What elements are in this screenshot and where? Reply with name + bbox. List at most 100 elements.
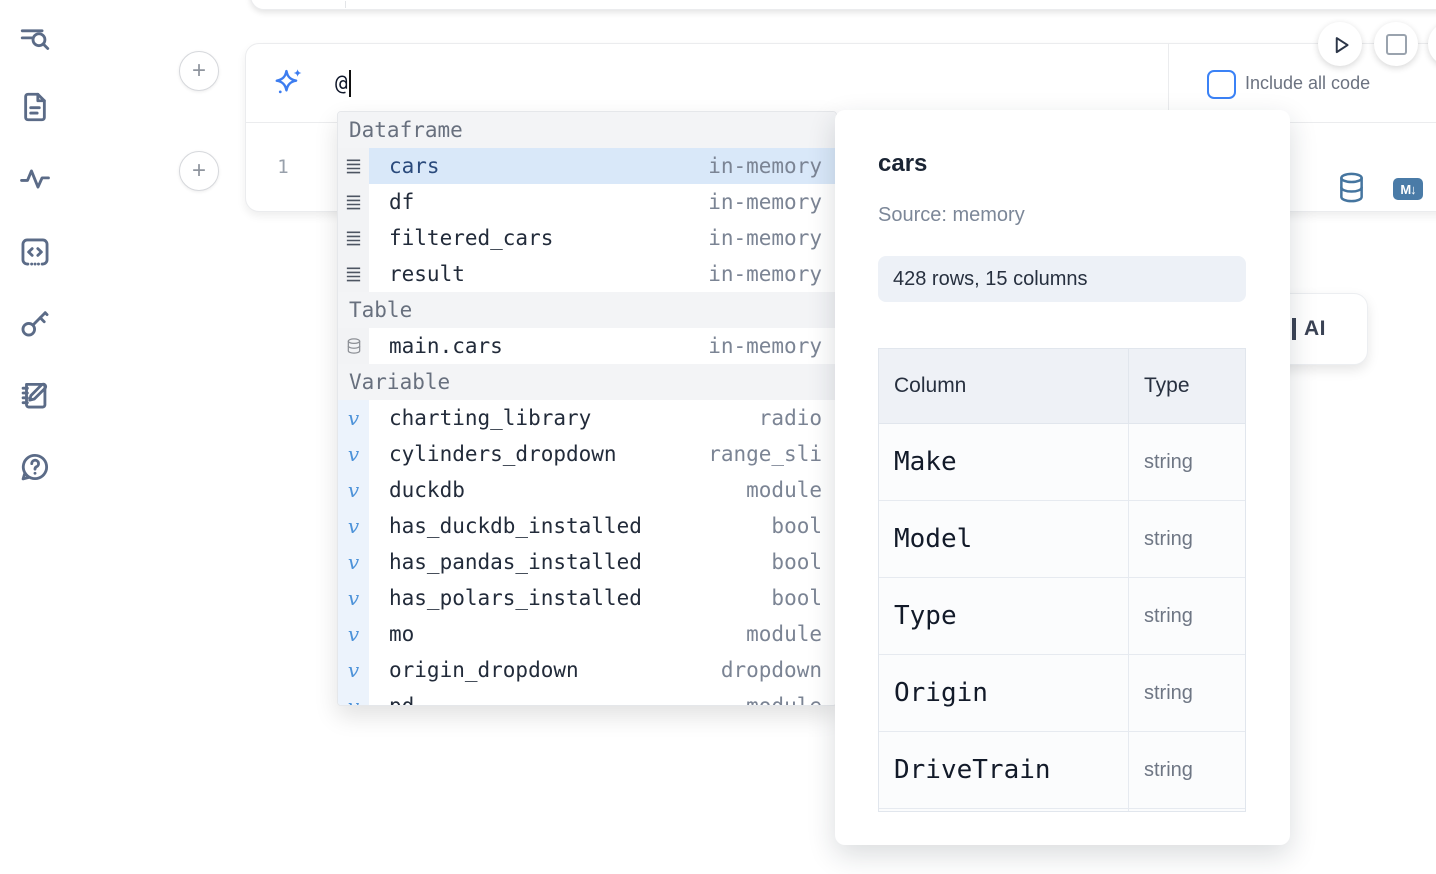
scratchpad-icon[interactable] [18, 378, 54, 414]
column-type [1128, 808, 1245, 811]
include-all-code-label: Include all code [1245, 72, 1371, 93]
code-snippet-icon[interactable] [18, 235, 54, 271]
database-icon [338, 328, 369, 364]
variable-icon: v [347, 406, 360, 430]
markdown-icon[interactable]: M↓ [1393, 178, 1423, 200]
ai-prompt-input[interactable]: @ [335, 44, 351, 122]
autocomplete-item-main.cars[interactable]: main.cars in-memory [338, 328, 836, 364]
column-name: DriveTrain [879, 731, 1129, 809]
column-name [879, 808, 1129, 811]
search-list-icon[interactable] [18, 23, 54, 59]
schema-header-column: Column [879, 349, 1129, 424]
variable-icon: v [338, 544, 369, 580]
line-number: 1 [277, 156, 289, 178]
previous-cell-divider [345, 1, 346, 8]
variable-icon: v [347, 514, 360, 538]
column-type: string [1128, 731, 1245, 809]
column-type: string [1128, 423, 1245, 501]
autocomplete-section-header: Dataframe [338, 112, 836, 148]
autocomplete-section-header: Variable [338, 364, 836, 400]
divider [1168, 44, 1169, 121]
stop-icon [1385, 33, 1407, 55]
add-cell-button-top[interactable]: + [179, 51, 219, 91]
column-type: string [1128, 654, 1245, 732]
run-cell-button[interactable] [1318, 22, 1362, 66]
file-icon[interactable] [18, 90, 54, 126]
shape-badge: 428 rows, 15 columns [878, 256, 1246, 302]
item-type: in-memory [708, 334, 822, 358]
variable-icon: v [347, 586, 360, 610]
dataframe-icon [338, 148, 369, 184]
variable-icon: v [338, 652, 369, 688]
variable-icon: v [347, 694, 360, 706]
item-type: module [746, 694, 822, 706]
variable-icon: v [347, 442, 360, 466]
item-type: range_sli [708, 442, 822, 466]
item-name: main.cars [389, 334, 503, 358]
variable-icon: v [338, 400, 369, 436]
previous-cell-bottom [250, 0, 1436, 10]
dataframe-icon [338, 220, 369, 256]
help-icon[interactable] [18, 450, 54, 486]
item-type: in-memory [708, 262, 822, 286]
item-name: filtered_cars [389, 226, 554, 250]
item-type: module [746, 478, 822, 502]
variable-icon: v [347, 622, 360, 646]
item-type: bool [771, 586, 822, 610]
column-name: Type [879, 577, 1129, 655]
preview-source: Source: memory [878, 204, 1025, 226]
add-cell-button-bottom[interactable]: + [179, 151, 219, 191]
preview-title: cars [878, 150, 928, 177]
dataframe-icon [338, 256, 369, 292]
schema-header-type: Type [1128, 349, 1245, 424]
key-icon[interactable] [18, 306, 54, 342]
sparkles-icon [275, 69, 302, 94]
item-name: origin_dropdown [389, 658, 579, 682]
variable-icon: v [338, 580, 369, 616]
play-icon [1335, 37, 1349, 54]
database-connection-icon[interactable] [1337, 172, 1366, 203]
dataframe-icon [338, 184, 369, 220]
column-type: string [1128, 577, 1245, 655]
item-name: pd [389, 694, 415, 706]
extra-cell-button[interactable] [1428, 22, 1436, 66]
autocomplete-item-pd[interactable]: v pd module [338, 688, 836, 706]
item-type: in-memory [708, 154, 822, 178]
include-all-code-checkbox[interactable] [1207, 70, 1236, 99]
column-name: Model [879, 500, 1129, 578]
clipped-glyph [1292, 318, 1296, 340]
text-cursor [348, 69, 351, 97]
ai-button-label: AI [1304, 317, 1326, 340]
activity-icon[interactable] [18, 162, 54, 198]
item-name: charting_library [389, 406, 592, 430]
schema-row-partial [879, 808, 1245, 811]
stop-cell-button[interactable] [1374, 22, 1418, 66]
variable-icon: v [338, 508, 369, 544]
